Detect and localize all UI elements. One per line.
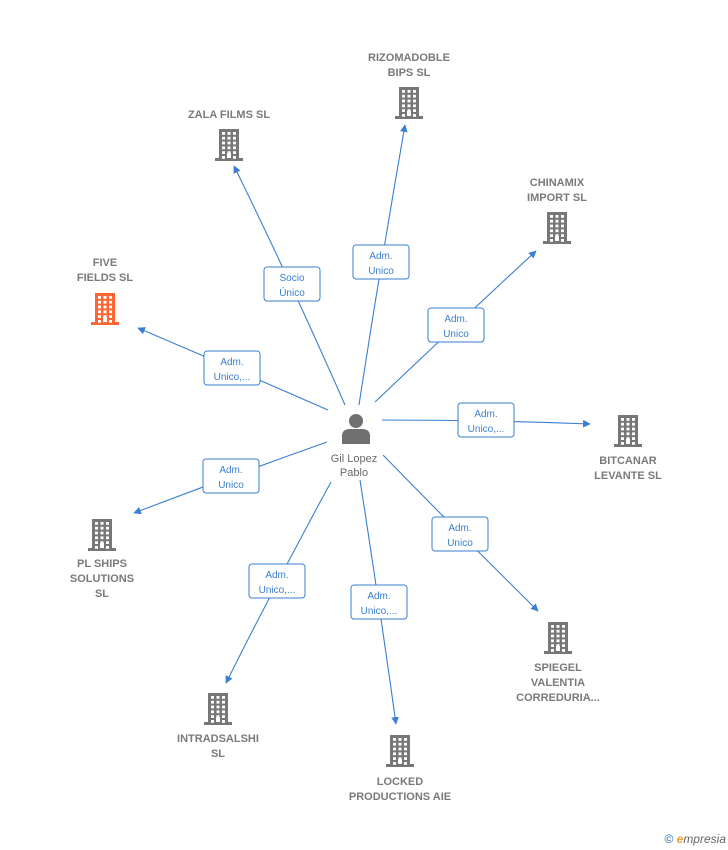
edge-label-box xyxy=(350,584,408,620)
copyright-icon: © xyxy=(664,832,674,846)
building-icon xyxy=(215,129,243,161)
edge-label-box xyxy=(263,266,321,302)
edge-label-line: Unico xyxy=(447,538,473,549)
company-node-zala-films[interactable]: ZALA FILMS SL xyxy=(188,109,270,161)
edge-pl-ships: Adm. Unico xyxy=(133,441,328,515)
building-icon xyxy=(543,212,571,244)
edge-label-line: Adm. xyxy=(448,523,471,534)
building-icon xyxy=(614,415,642,447)
building-icon xyxy=(544,622,572,654)
edge-label[interactable]: Adm. Unico xyxy=(202,458,260,494)
edge-label-box xyxy=(352,244,410,280)
company-name-line: CORREDURIA... xyxy=(516,692,600,704)
edge-five-fields: Adm. Unico,... xyxy=(137,327,329,411)
edge-label-box xyxy=(202,458,260,494)
edge-label-line: Adm. xyxy=(367,591,390,602)
edge-rizomadoble: Adm. Unico xyxy=(352,124,410,406)
company-node-chinamix[interactable]: CHINAMIX IMPORT SL xyxy=(527,177,587,244)
edge-label-box xyxy=(248,563,306,599)
company-name-line: SL xyxy=(95,588,109,600)
edge-label-box xyxy=(203,350,261,386)
edge-locked: Adm. Unico,... xyxy=(350,479,408,725)
edge-label-line: Adm. xyxy=(219,465,242,476)
edge-chinamix: Adm. Unico xyxy=(374,250,537,403)
company-node-locked[interactable]: LOCKED PRODUCTIONS AIE xyxy=(349,735,451,803)
edge-label-line: Adm. xyxy=(265,570,288,581)
company-name-line: PL SHIPS xyxy=(77,558,127,570)
edge-label-line: Unico xyxy=(218,480,244,491)
edge-label-line: Adm. xyxy=(444,314,467,325)
edge-label-line: Único xyxy=(279,286,305,299)
person-icon xyxy=(342,414,370,444)
company-name-line: PRODUCTIONS AIE xyxy=(349,791,451,803)
edge-label-line: Unico,... xyxy=(468,424,505,435)
building-icon xyxy=(395,87,423,119)
company-node-intradsalshi[interactable]: INTRADSALSHI SL xyxy=(177,693,259,760)
company-name-line: SPIEGEL xyxy=(534,662,582,674)
company-node-spiegel[interactable]: SPIEGEL VALENTIA CORREDURIA... xyxy=(516,622,600,704)
company-name-line: LEVANTE SL xyxy=(594,470,662,482)
edge-label[interactable]: Adm. Unico,... xyxy=(203,350,261,386)
company-name-line: BIPS SL xyxy=(388,67,431,79)
edge-label-line: Unico,... xyxy=(259,585,296,596)
company-name-line: SOLUTIONS xyxy=(70,573,134,585)
company-node-five-fields[interactable]: FIVE FIELDS SL xyxy=(77,257,134,325)
footer-brand[interactable]: © empresia xyxy=(664,832,726,846)
edge-intradsalshi: Adm. Unico,... xyxy=(225,481,332,684)
company-name-line: ZALA FILMS SL xyxy=(188,109,270,121)
center-name-line1: Gil Lopez xyxy=(331,453,377,465)
edge-label[interactable]: Adm. Unico,... xyxy=(350,584,408,620)
company-name-line: SL xyxy=(211,748,225,760)
company-name-line: FIVE xyxy=(93,257,117,269)
edge-label-line: Unico xyxy=(368,266,394,277)
edge-label-line: Unico,... xyxy=(361,606,398,617)
edges-layer: Adm.UnicoSocioÚnicoAdm.UnicoAdm.Unico,..… xyxy=(133,124,591,725)
building-icon xyxy=(204,693,232,725)
company-name-line: RIZOMADOBLE xyxy=(368,52,450,64)
company-name-line: INTRADSALSHI xyxy=(177,733,259,745)
company-name-line: IMPORT SL xyxy=(527,192,587,204)
building-icon xyxy=(88,519,116,551)
edge-label[interactable]: Adm. Unico xyxy=(431,516,489,552)
edge-label-box xyxy=(427,307,485,343)
edge-label-line: Unico xyxy=(443,329,469,340)
company-name-line: BITCANAR xyxy=(599,455,656,467)
company-name-line: FIELDS SL xyxy=(77,272,134,284)
brand-logo-e: e xyxy=(676,832,684,846)
company-node-bitcanar[interactable]: BITCANAR LEVANTE SL xyxy=(594,415,662,482)
brand-name: mpresia xyxy=(683,832,726,846)
edge-label-line: Adm. xyxy=(474,409,497,420)
center-node[interactable]: Gil Lopez Pablo xyxy=(331,414,377,479)
nodes-layer: RIZOMADOBLE BIPS SL ZALA FILMS SL CHINAMIX I… xyxy=(70,52,662,803)
company-node-pl-ships[interactable]: PL SHIPS SOLUTIONS SL xyxy=(70,519,134,600)
company-node-rizomadoble[interactable]: RIZOMADOBLE BIPS SL xyxy=(368,52,450,119)
edge-label-line: Socio xyxy=(279,273,304,284)
edge-label[interactable]: Adm. Unico xyxy=(352,244,410,280)
edge-label-line: Adm. xyxy=(220,357,243,368)
center-name-line2: Pablo xyxy=(340,467,368,479)
edge-label-line: Adm. xyxy=(369,251,392,262)
edge-spiegel: Adm. Unico xyxy=(382,454,539,612)
edge-label[interactable]: Adm. Unico,... xyxy=(457,402,515,438)
edge-label-line: Unico,... xyxy=(214,372,251,383)
edge-label[interactable]: Adm. Unico,... xyxy=(248,563,306,599)
building-icon xyxy=(386,735,414,767)
company-name-line: VALENTIA xyxy=(531,677,585,689)
edge-bitcanar: Adm. Unico,... xyxy=(381,402,591,438)
company-name-line: LOCKED xyxy=(377,776,424,788)
company-name-line: CHINAMIX xyxy=(530,177,585,189)
edge-label[interactable]: Adm. Unico xyxy=(427,307,485,343)
edge-label-box xyxy=(431,516,489,552)
building-icon xyxy=(91,293,119,325)
edge-label-box xyxy=(457,402,515,438)
